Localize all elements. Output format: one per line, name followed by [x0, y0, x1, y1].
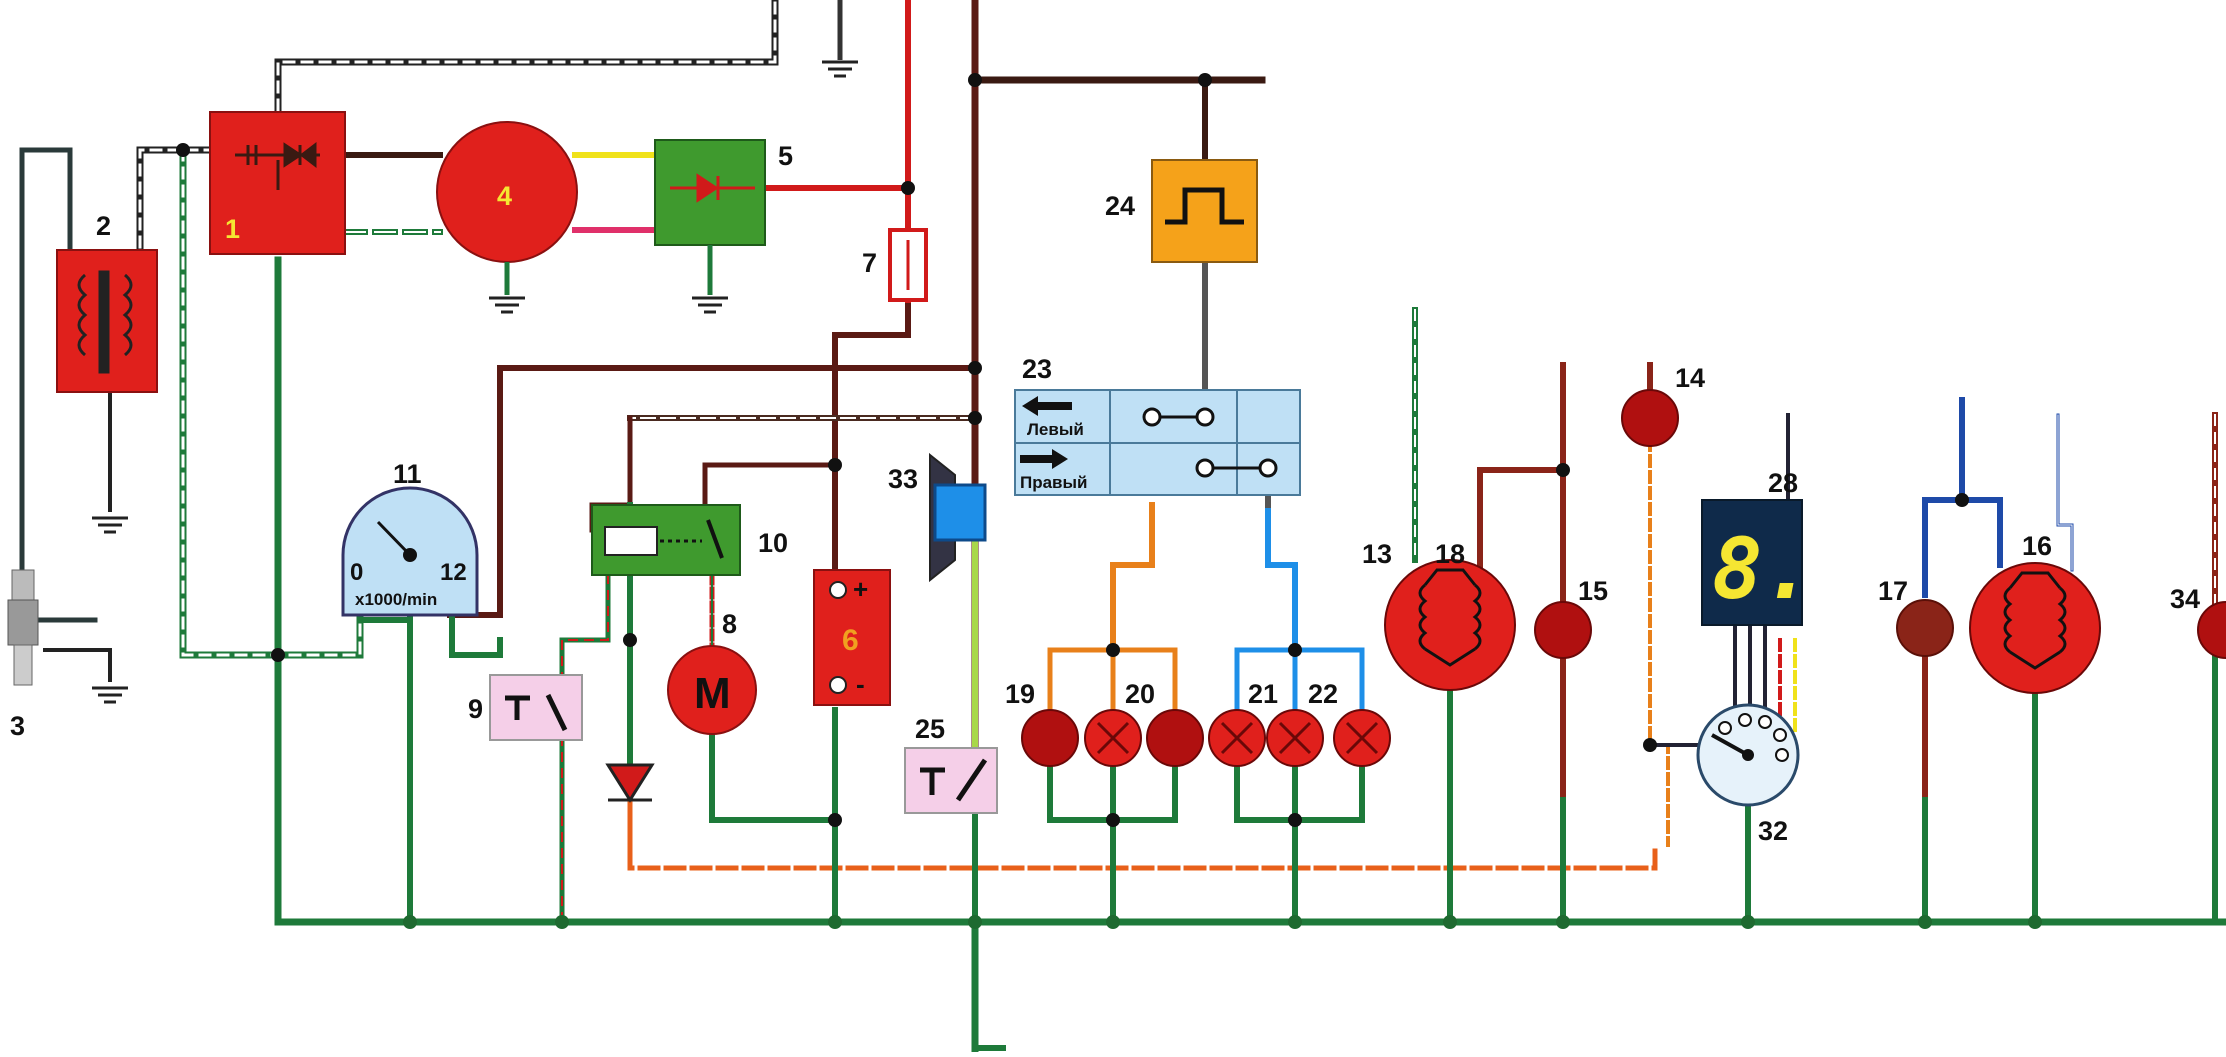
arrow-left-icon [1022, 396, 1072, 416]
component-4-generator: 4 [436, 121, 578, 295]
label-21: 21 [1248, 679, 1278, 709]
ground-symbol [90, 686, 130, 704]
arrow-right-icon [1020, 449, 1068, 469]
component-7-fuse: 7 [862, 228, 928, 302]
label-2: 2 [96, 211, 111, 241]
component-10-relay: 10 [591, 504, 788, 576]
label-34: 34 [2170, 584, 2200, 614]
switch-left-label: Левый [1027, 420, 1084, 439]
ground-junctions [403, 915, 2042, 929]
junctions [176, 73, 1969, 827]
ground-symbol [690, 296, 730, 314]
component-11-tachometer: 0 12 x1000/min 11 [341, 459, 479, 617]
component-32-gear-switch: 32 [1696, 703, 1800, 846]
lamps-right: 21 22 [1208, 679, 1391, 767]
label-9: 9 [468, 694, 483, 724]
label-28: 28 [1768, 468, 1798, 498]
label-18: 18 [1435, 539, 1465, 569]
label-22: 22 [1308, 679, 1338, 709]
ground-symbol [90, 516, 130, 534]
label-4: 4 [497, 181, 512, 211]
pulse-icon [1165, 187, 1244, 225]
label-19: 19 [1005, 679, 1035, 709]
tacho-unit: x1000/min [355, 590, 437, 609]
tacho-min: 0 [350, 559, 363, 586]
battery-minus: - [856, 669, 865, 699]
diode-icon [235, 141, 320, 190]
label-11: 11 [393, 459, 422, 489]
label-20: 20 [1125, 679, 1155, 709]
component-9-button: 9 [468, 674, 583, 741]
component-16-tail-light: 16 [1969, 531, 2101, 694]
component-28-gear-display: 8. 28 [1701, 468, 1813, 626]
ground-symbol [487, 296, 527, 314]
lamps-left: 19 20 [1005, 679, 1204, 767]
power-to-fuse [832, 297, 911, 578]
component-1-cdi-unit: 1 [209, 111, 346, 255]
label-8: 8 [722, 609, 737, 639]
component-18-headlight: 13 18 [1362, 539, 1516, 691]
component-8-starter-motor: M 8 [667, 609, 757, 735]
label-14: 14 [1675, 363, 1705, 393]
component-25-button: 25 [904, 714, 998, 814]
component-23-turn-switch: Левый Правый 23 [1014, 354, 1301, 496]
label-6: 6 [842, 624, 859, 657]
label-3: 3 [10, 711, 25, 741]
horn-icon: 33 [888, 452, 987, 583]
component-14-lamp: 14 [1621, 363, 1705, 447]
gear-digit: 8. [1712, 520, 1813, 618]
label-15: 15 [1578, 576, 1608, 606]
component-34-lamp: 34 [2170, 584, 2226, 659]
diode-icon [605, 763, 655, 803]
label-32: 32 [1758, 816, 1788, 846]
switch-right-label: Правый [1020, 473, 1087, 492]
label-7: 7 [862, 248, 877, 278]
spark-plug-icon: 3 [7, 569, 39, 741]
motor-letter: M [694, 669, 731, 718]
component-5-rectifier: 5 [654, 139, 793, 295]
component-24-flasher-relay: 24 [1105, 159, 1258, 263]
component-15-lamp: 15 [1534, 576, 1608, 659]
label-25: 25 [915, 714, 945, 744]
label-23: 23 [1022, 354, 1052, 384]
component-6-battery: + - 6 [813, 569, 891, 706]
power-to-tacho [497, 365, 978, 548]
battery-plus: + [853, 574, 868, 604]
label-17: 17 [1878, 576, 1908, 606]
component-17-lamp: 17 [1878, 576, 1954, 657]
label-10: 10 [758, 528, 788, 558]
diode-icon [670, 173, 755, 203]
ground-symbol [820, 60, 860, 78]
tacho-max: 12 [440, 559, 467, 586]
ground-bus [274, 256, 2226, 926]
label-24: 24 [1105, 191, 1135, 221]
label-1: 1 [225, 214, 240, 244]
component-2-ignition-coil: 2 [56, 211, 158, 393]
label-5: 5 [778, 141, 793, 171]
label-13: 13 [1362, 539, 1392, 569]
label-16: 16 [2022, 531, 2052, 561]
wires [19, 0, 2226, 1054]
label-33: 33 [888, 464, 918, 494]
